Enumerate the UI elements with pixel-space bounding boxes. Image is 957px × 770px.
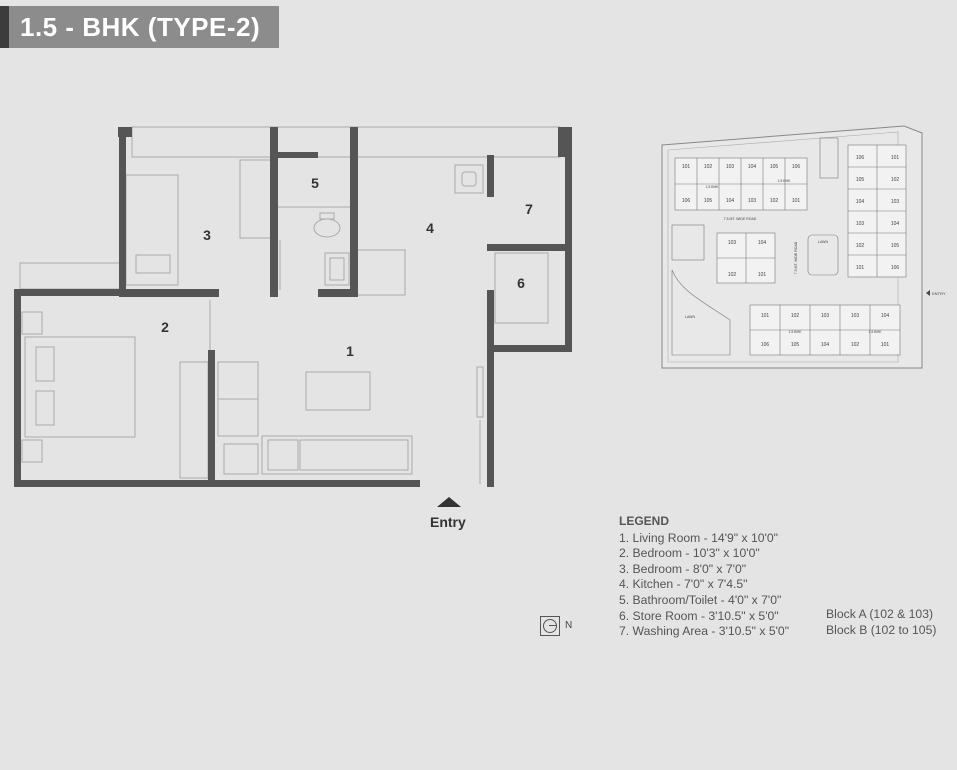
unit-label: 101 <box>881 342 890 348</box>
unit-label: 101 <box>758 272 767 278</box>
unit-label: 101 <box>792 198 801 204</box>
unit-type-label: 1.5 BHK <box>777 179 791 183</box>
unit-label: 105 <box>891 243 900 249</box>
room-number: 7 <box>525 201 533 217</box>
title-banner: 1.5 - BHK (TYPE-2) <box>0 6 279 48</box>
page-title: 1.5 - BHK (TYPE-2) <box>20 12 261 42</box>
room-number: 1 <box>346 343 354 359</box>
legend-item: 6. Store Room - 3'10.5" x 5'0" <box>619 608 779 623</box>
unit-type-label: 1.5 BHK <box>705 185 719 189</box>
unit-label: 103 <box>891 199 900 205</box>
lawn-label: LAWN <box>685 315 695 319</box>
unit-label: 103 <box>726 164 735 170</box>
compass-needle <box>549 625 557 626</box>
unit-label: 106 <box>682 198 691 204</box>
unit-type-label: 1.5 BHK <box>788 330 802 334</box>
unit-label: 104 <box>856 199 865 205</box>
legend-item: 5. Bathroom/Toilet - 4'0" x 7'0" <box>619 592 782 607</box>
legend-item: 3. Bedroom - 8'0" x 7'0" <box>619 561 747 576</box>
title-accent <box>0 6 9 48</box>
legend-item: 4. Kitchen - 7'0" x 7'4.5" <box>619 577 748 592</box>
unit-label: 101 <box>761 313 770 319</box>
site-entry-label: ENTRY <box>932 291 946 296</box>
site-plan: 101 102 103 104 105 106 106 105 104 103 … <box>661 125 946 369</box>
block-list: Block A (102 & 103) Block B (102 to 105) <box>826 607 936 638</box>
unit-label: 104 <box>891 221 900 227</box>
lawn-label: LAWN <box>818 240 828 244</box>
unit-label: 106 <box>856 155 865 161</box>
unit-label: 101 <box>891 155 900 161</box>
plan-walls <box>14 127 572 487</box>
unit-label: 102 <box>791 313 800 319</box>
unit-label: 101 <box>682 164 691 170</box>
entry-arrow-icon <box>437 497 461 507</box>
unit-label: 102 <box>728 272 737 278</box>
legend-heading: LEGEND <box>619 514 670 528</box>
unit-label: 102 <box>891 177 900 183</box>
room-number: 5 <box>311 175 319 191</box>
floor-plan: 1 2 3 4 5 6 7 <box>14 126 572 507</box>
unit-label: 104 <box>821 342 830 348</box>
unit-label: 105 <box>770 164 779 170</box>
unit-label: 106 <box>792 164 801 170</box>
site-entry-arrow-icon <box>926 290 930 296</box>
room-number: 6 <box>517 275 525 291</box>
road-label: 7.5 MT. WIDE ROAD <box>794 241 798 274</box>
block-item: Block A (102 & 103) <box>826 607 934 621</box>
unit-label: 105 <box>791 342 800 348</box>
block-item: Block B (102 to 105) <box>826 622 937 637</box>
road-label: 7.5 MT. WIDE ROAD <box>724 217 757 221</box>
unit-label: 104 <box>881 313 890 319</box>
compass-icon <box>543 619 557 633</box>
room-number: 4 <box>426 220 434 236</box>
room-number: 2 <box>161 319 169 335</box>
compass-frame <box>540 616 560 636</box>
compass-label: N <box>565 620 573 631</box>
unit-label: 103 <box>728 240 737 246</box>
unit-label: 104 <box>748 164 757 170</box>
unit-label: 104 <box>758 240 767 246</box>
unit-label: 102 <box>704 164 713 170</box>
unit-type-label: 1.5 BHK <box>868 330 882 334</box>
unit-label: 103 <box>821 313 830 319</box>
room-number: 3 <box>203 227 211 243</box>
unit-label: 104 <box>726 198 735 204</box>
legend-item: 1. Living Room - 14'9" x 10'0" <box>619 530 778 545</box>
unit-label: 101 <box>856 265 865 271</box>
plan-thin-lines <box>19 126 561 484</box>
unit-label: 105 <box>704 198 713 204</box>
unit-label: 106 <box>761 342 770 348</box>
legend-item: 7. Washing Area - 3'10.5" x 5'0" <box>619 624 790 639</box>
unit-label: 105 <box>856 177 865 183</box>
unit-label: 102 <box>856 243 865 249</box>
unit-label: 103 <box>851 313 860 319</box>
unit-label: 102 <box>851 342 860 348</box>
unit-label: 103 <box>856 221 865 227</box>
unit-label: 102 <box>770 198 779 204</box>
entry-label: Entry <box>430 514 466 530</box>
legend-item: 2. Bedroom - 10'3" x 10'0" <box>619 546 760 561</box>
unit-label: 106 <box>891 265 900 271</box>
unit-label: 103 <box>748 198 757 204</box>
legend: LEGEND 1. Living Room - 14'9" x 10'0" 2.… <box>619 514 789 640</box>
